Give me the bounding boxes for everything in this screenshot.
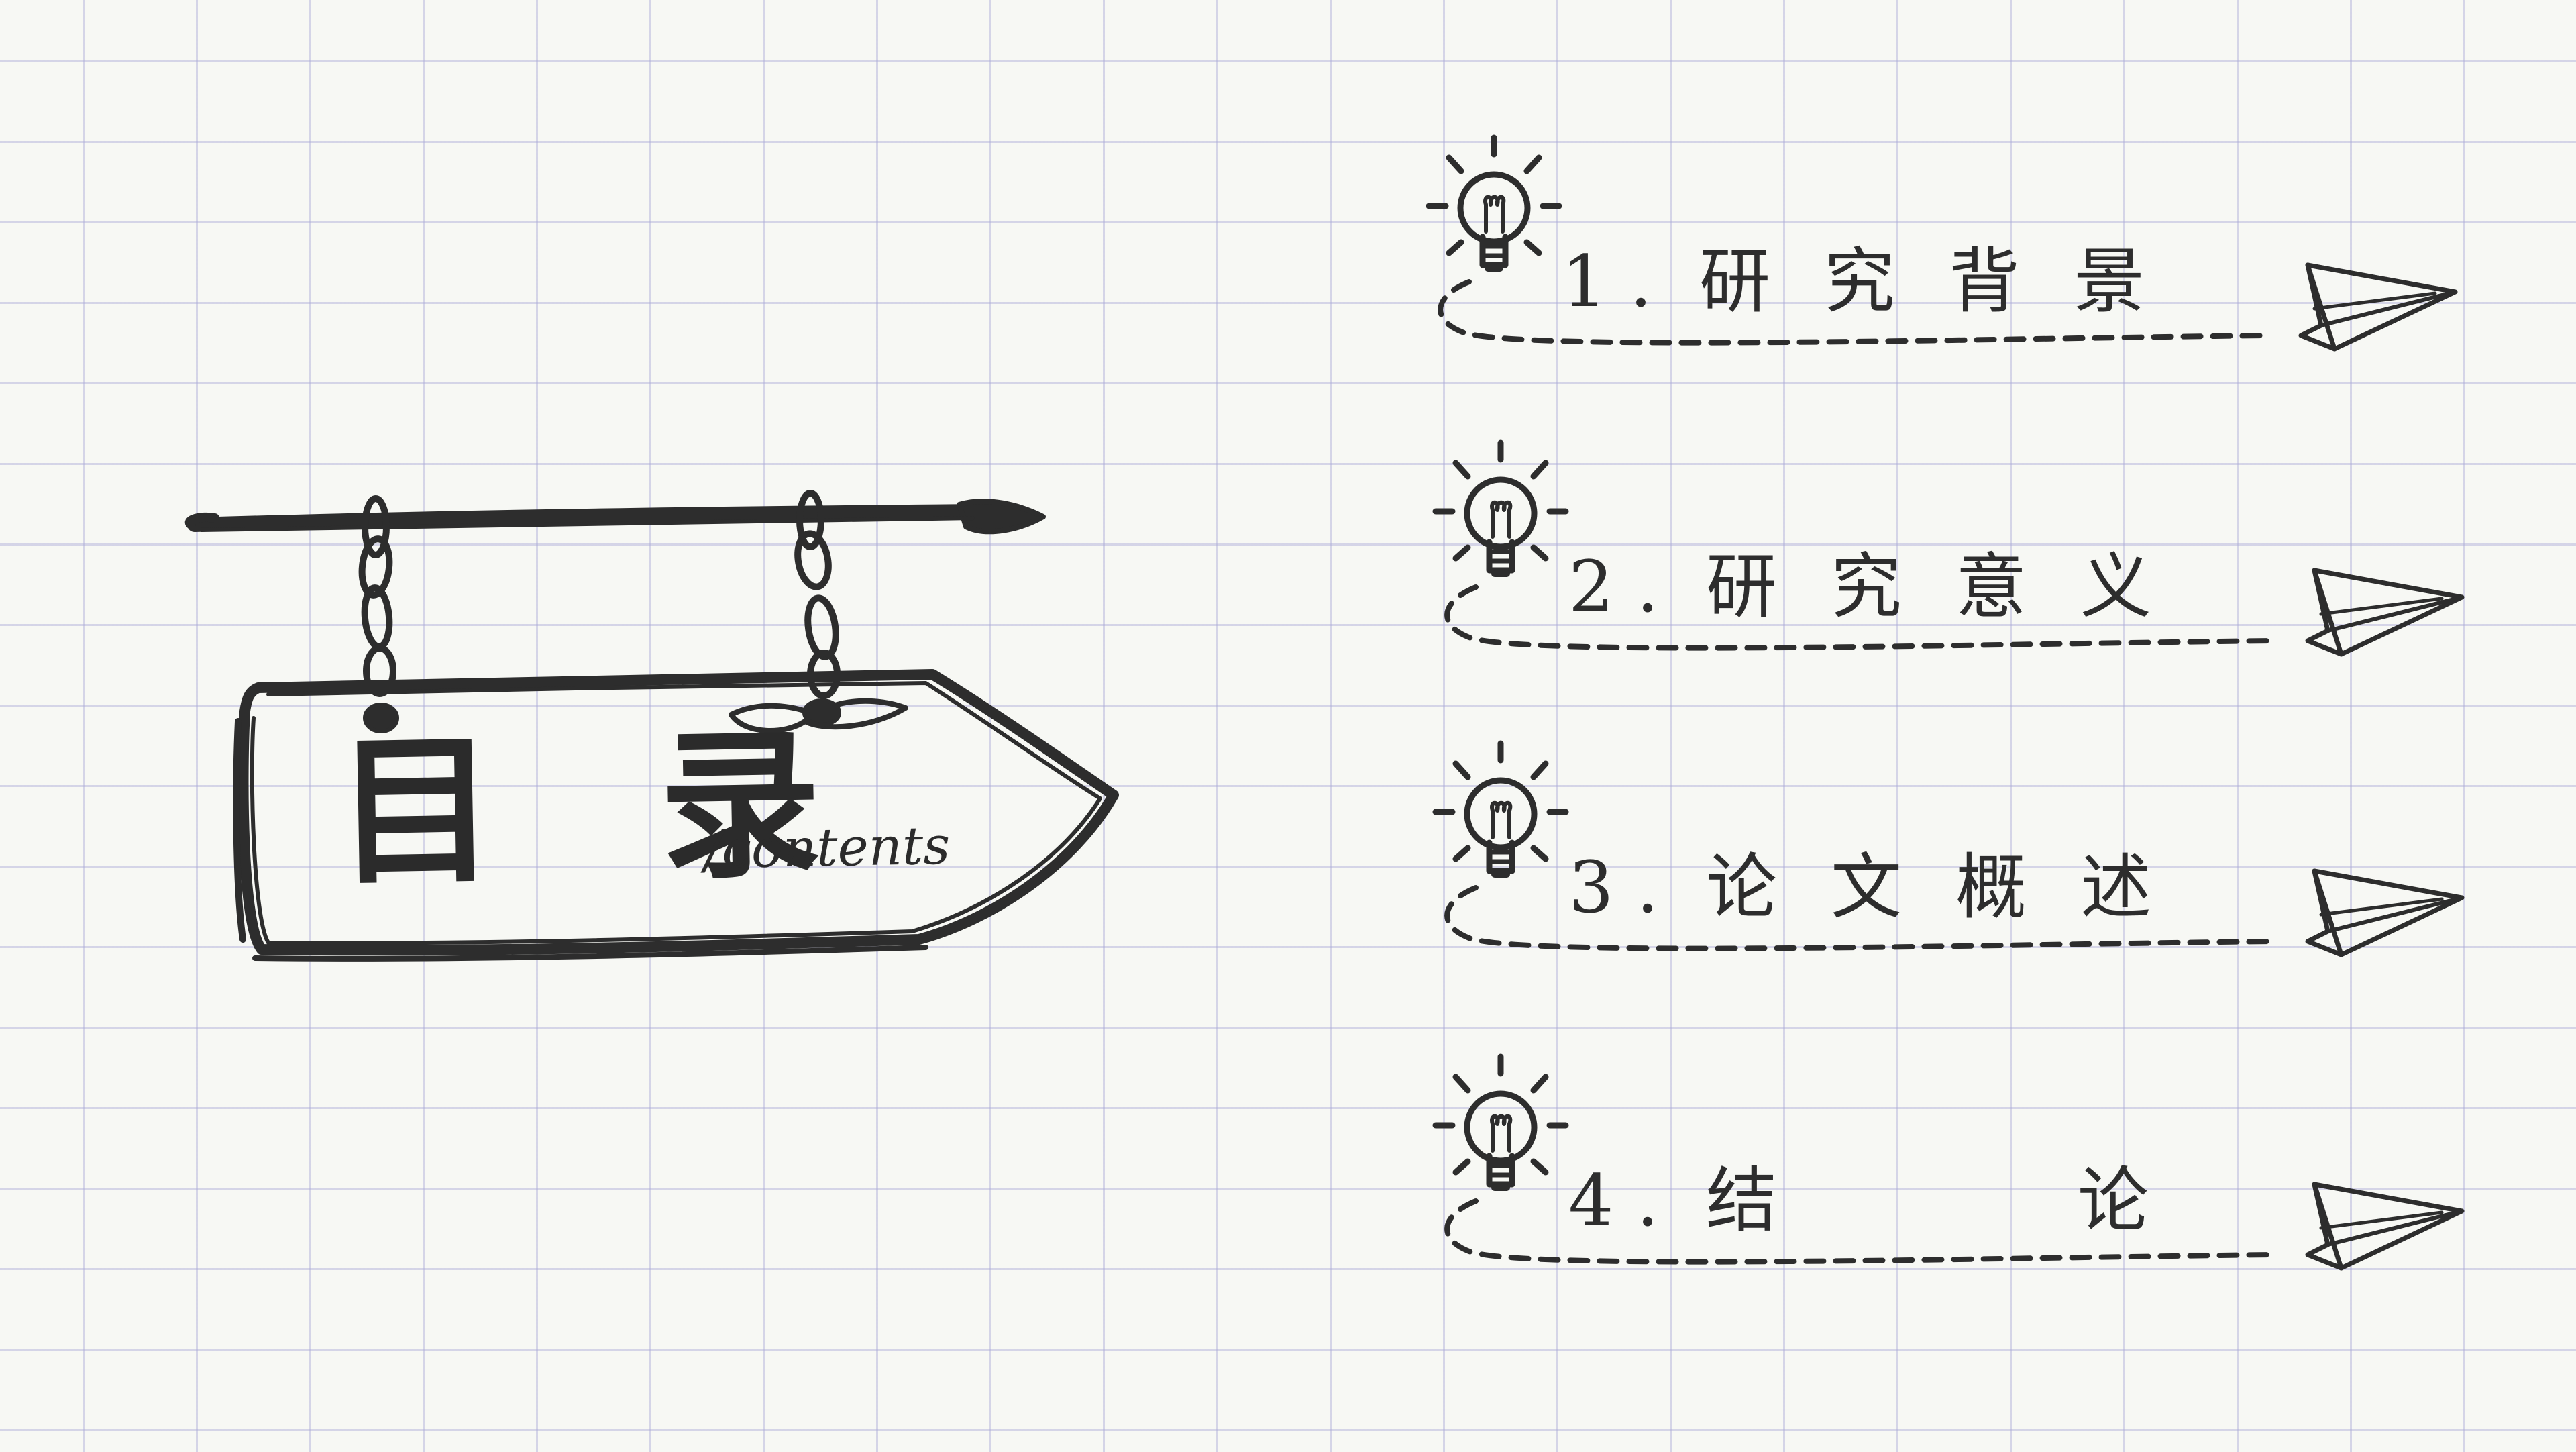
dashed-trail <box>1444 1198 2277 1265</box>
menu-item-4[interactable]: 4 . 结 论 <box>1422 1050 2496 1318</box>
sign-title: 目 录 <box>333 710 876 907</box>
menu-item-text: 结 论 <box>1706 1157 2149 1245</box>
menu-item-text-part: 结 <box>1706 1159 1777 1242</box>
menu-item-text: 研究背景 <box>1699 240 2198 323</box>
paper-plane-icon <box>2298 262 2458 352</box>
menu-item-number: 2 . <box>1568 546 1659 628</box>
dashed-trail <box>1444 584 2277 651</box>
dashed-trail <box>1444 885 2277 951</box>
menu-item-number: 1 . <box>1562 240 1652 323</box>
menu-item-text: 研究意义 <box>1706 546 2205 628</box>
paper-plane-icon <box>2305 868 2465 957</box>
menu-item-label: 3 . 论文概述 <box>1568 844 2293 931</box>
menu-item-text: 论文概述 <box>1706 846 2205 929</box>
lightbulb-icon <box>1432 740 1569 878</box>
menu-item-3[interactable]: 3 . 论文概述 <box>1422 737 2496 1005</box>
menu-item-text-part: 论 <box>2078 1159 2149 1242</box>
lightbulb-icon <box>1432 1053 1569 1191</box>
lightbulb-icon <box>1432 439 1569 577</box>
menu-item-2[interactable]: 2 . 研究意义 <box>1422 436 2496 705</box>
menu-item-label: 4 . 结 论 <box>1568 1157 2293 1245</box>
dashed-trail <box>1438 279 2270 346</box>
menu-item-number: 4 . <box>1568 1159 1659 1242</box>
paper-plane-icon <box>2305 568 2465 657</box>
menu-item-number: 3 . <box>1568 846 1659 929</box>
lightbulb-icon <box>1426 134 1562 272</box>
menu-item-1[interactable]: 1 . 研究背景 <box>1415 131 2489 399</box>
menu-item-label: 2 . 研究意义 <box>1568 543 2293 631</box>
sign-subtitle: /contents <box>704 815 951 881</box>
menu-item-label: 1 . 研究背景 <box>1562 238 2286 325</box>
paper-plane-icon <box>2305 1182 2465 1271</box>
